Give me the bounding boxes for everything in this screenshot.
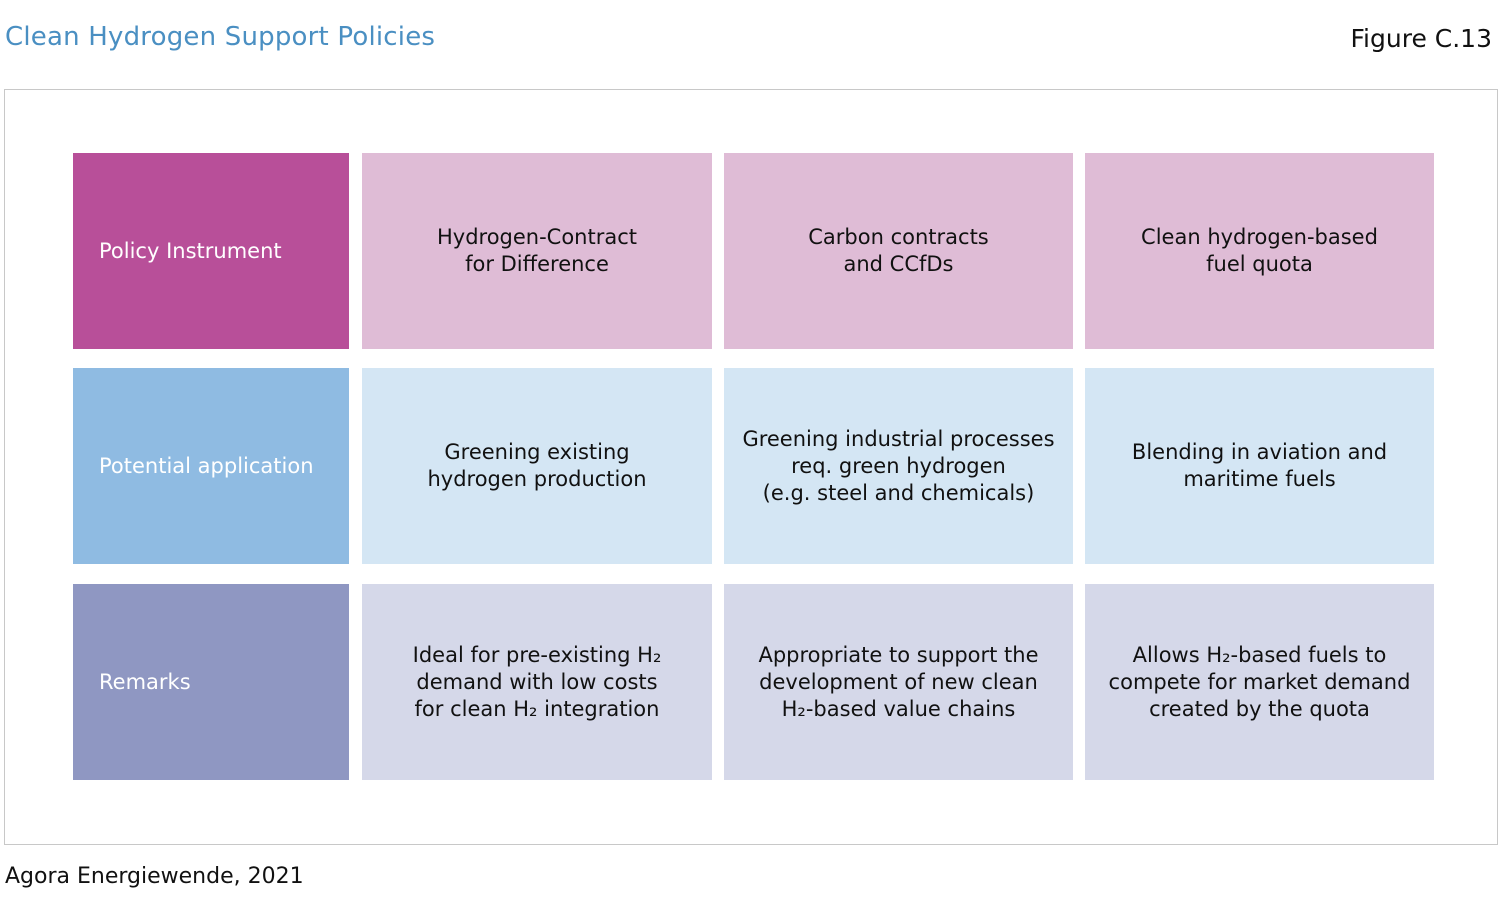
diagram-frame xyxy=(4,89,1498,845)
cell-policy-instrument-3: Clean hydrogen-based fuel quota xyxy=(1085,153,1434,349)
row-header-remarks: Remarks xyxy=(73,584,349,780)
row-header-policy-instrument: Policy Instrument xyxy=(73,153,349,349)
cell-potential-application-1: Greening existing hydrogen production xyxy=(362,368,712,564)
cell-remarks-3: Allows H₂-based fuels to compete for mar… xyxy=(1085,584,1434,780)
figure-number: Figure C.13 xyxy=(1350,24,1493,53)
cell-remarks-2: Appropriate to support the development o… xyxy=(724,584,1073,780)
figure-title: Clean Hydrogen Support Policies xyxy=(5,22,436,52)
cell-policy-instrument-1: Hydrogen-Contract for Difference xyxy=(362,153,712,349)
cell-potential-application-3: Blending in aviation and maritime fuels xyxy=(1085,368,1434,564)
cell-potential-application-2: Greening industrial processes req. green… xyxy=(724,368,1073,564)
row-header-potential-application: Potential application xyxy=(73,368,349,564)
source-note: Agora Energiewende, 2021 xyxy=(5,864,304,889)
cell-policy-instrument-2: Carbon contracts and CCfDs xyxy=(724,153,1073,349)
cell-remarks-1: Ideal for pre-existing H₂ demand with lo… xyxy=(362,584,712,780)
